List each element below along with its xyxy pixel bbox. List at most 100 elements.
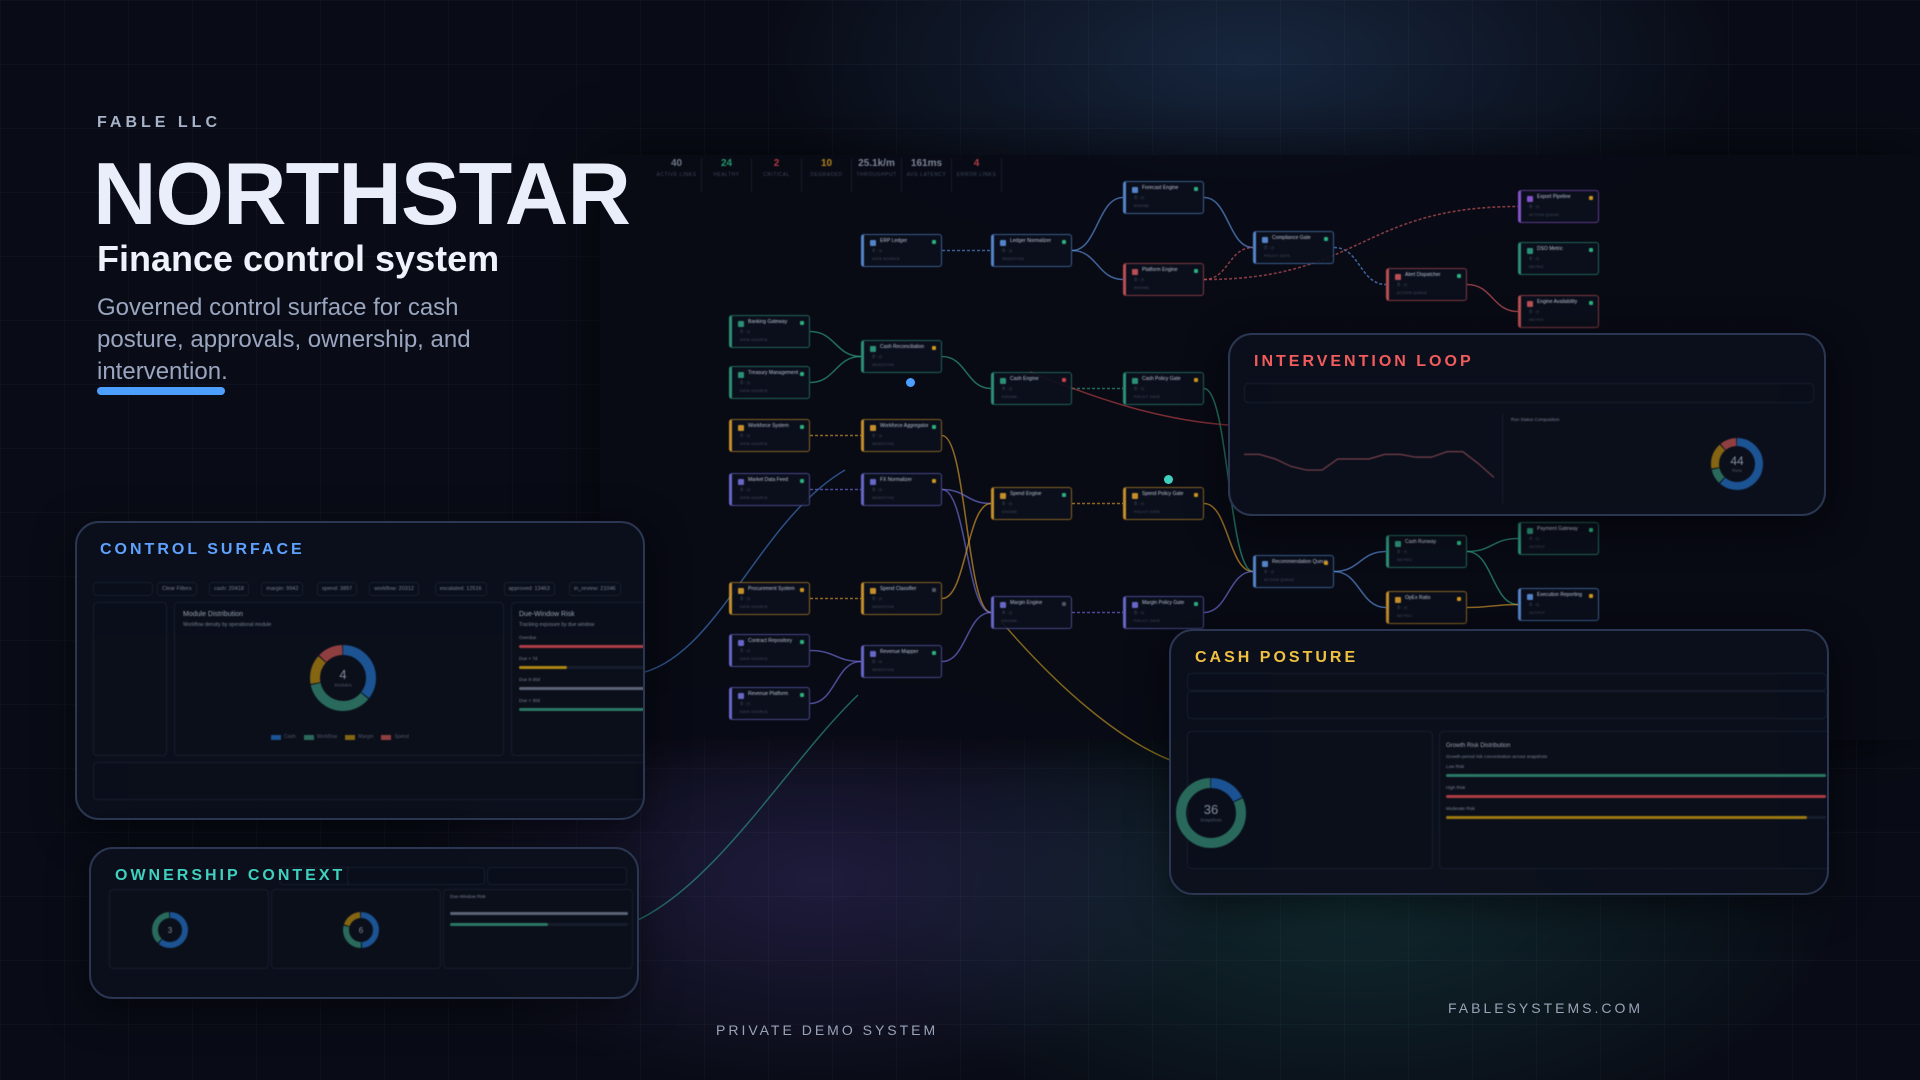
pipeline-node-eng[interactable]: Engine Availability⏱ · ◷METRIC <box>1518 295 1599 328</box>
status-indicator <box>1194 187 1198 191</box>
pipeline-node-fore[interactable]: Forecast Engine⏱ · ◷ENGINE <box>1123 181 1204 214</box>
pipeline-node-wfs[interactable]: Workforce System⏱ · ◷DATA SOURCE <box>729 419 810 452</box>
pipeline-node-spg[interactable]: Spend Policy Gate⏱ · ◷POLICY GATE <box>1123 487 1204 520</box>
risk-bar-fill <box>450 923 548 926</box>
pipeline-node-revm[interactable]: Revenue Mapper⏱ · ◷INGESTION <box>861 645 942 678</box>
status-indicator <box>1457 541 1461 545</box>
node-metrics: ⏱ · ◷ <box>1134 277 1145 282</box>
legend-item: Cash <box>271 734 296 740</box>
node-metrics: ⏱ · ◷ <box>740 648 751 653</box>
pipeline-node-mpg[interactable]: Margin Policy Gate⏱ · ◷POLICY GATE <box>1123 596 1204 629</box>
pipeline-node-scls[interactable]: Spend Classifier⏱ · ◷INGESTION <box>861 582 942 615</box>
risk-label: Due 8-30d <box>519 677 541 682</box>
status-indicator <box>1589 196 1593 200</box>
node-kind: ACTION QUEUE <box>1397 291 1428 295</box>
pipeline-node-revp[interactable]: Revenue Platform⏱ · ◷DATA SOURCE <box>729 687 810 720</box>
risk-label: Low Risk <box>1446 764 1465 769</box>
filter-chip[interactable]: margin: 9942 <box>261 582 304 596</box>
pipeline-node-proc[interactable]: Procurement System⏱ · ◷DATA SOURCE <box>729 582 810 615</box>
pipeline-node-fx[interactable]: FX Normalizer⏱ · ◷INGESTION <box>861 473 942 506</box>
node-name: Banking Gateway <box>748 319 788 325</box>
node-type-icon <box>1132 378 1138 384</box>
pipeline-node-runw[interactable]: Cash Runway⏱ · ◷METRIC <box>1386 535 1467 568</box>
node-type-icon <box>1000 378 1006 384</box>
donut-segment <box>1176 778 1246 848</box>
pipeline-node-alert[interactable]: Alert Dispatcher⏱ · ◷ACTION QUEUE <box>1386 268 1467 301</box>
card-title: Due-Window Risk <box>450 894 486 899</box>
node-name: Forecast Engine <box>1142 185 1179 191</box>
status-indicator <box>1324 561 1328 565</box>
pipeline-node-exec[interactable]: Execution Reporting⏱ · ◷OUTPUT <box>1518 588 1599 621</box>
pipeline-node-cont[interactable]: Contract Repository⏱ · ◷DATA SOURCE <box>729 634 810 667</box>
stat-label: CRITICAL <box>763 172 790 178</box>
node-kind: DATA SOURCE <box>740 657 768 661</box>
edge-fore-comp <box>1203 196 1254 249</box>
node-name: Platform Engine <box>1142 267 1178 273</box>
stat-label: ACTIVE LINKS <box>656 172 697 178</box>
risk-bar-fill <box>519 645 643 648</box>
pipeline-node-bank[interactable]: Banking Gateway⏱ · ◷DATA SOURCE <box>729 315 810 348</box>
node-kind: ENGINE <box>1002 395 1018 399</box>
pipeline-node-cpg[interactable]: Cash Policy Gate⏱ · ◷POLICY GATE <box>1123 372 1204 405</box>
node-metrics: ⏱ · ◷ <box>1397 282 1408 287</box>
pipeline-node-erp[interactable]: ERP Ledger⏱ · ◷DATA SOURCE <box>861 234 942 267</box>
pipeline-node-dso[interactable]: DSO Metric⏱ · ◷METRIC <box>1518 242 1599 275</box>
pipeline-node-crec[interactable]: Cash Reconciliation⏱ · ◷INGESTION <box>861 340 942 373</box>
node-name: Cash Reconciliation <box>880 344 925 350</box>
node-kind: METRIC <box>1397 614 1413 618</box>
product-title: NORTHSTAR <box>93 144 631 243</box>
footer-website[interactable]: FABLESYSTEMS.COM <box>1448 1000 1644 1016</box>
cash-posture-panel: CASH POSTURE Growth Risk Distribution Gr… <box>1169 629 1829 895</box>
pipeline-node-pay[interactable]: Payment Gateway⏱ · ◷OUTPUT <box>1518 522 1599 555</box>
module-distribution-card: Module Distribution Workflow density by … <box>174 602 504 756</box>
accent-underline <box>97 387 225 395</box>
pipeline-node-wfa[interactable]: Workforce Aggregator⏱ · ◷INGESTION <box>861 419 942 452</box>
node-type-icon <box>870 346 876 352</box>
node-kind: INGESTION <box>872 363 894 367</box>
donut-center-label: Snapshots <box>1200 817 1222 822</box>
node-kind: POLICY GATE <box>1134 619 1161 623</box>
pipeline-node-seng[interactable]: Spend Engine⏱ · ◷ENGINE <box>991 487 1072 520</box>
pipeline-node-meng[interactable]: Margin Engine⏱ · ◷ENGINE <box>991 596 1072 629</box>
pipeline-node-plat[interactable]: Platform Engine⏱ · ◷ENGINE <box>1123 263 1204 296</box>
control-surface-panel: CONTROL SURFACE Clear Filters cash: 2041… <box>75 521 645 820</box>
node-type-icon <box>1395 597 1401 603</box>
filter-chip[interactable]: approved: 13463 <box>503 582 555 596</box>
status-indicator <box>1062 378 1066 382</box>
node-type-icon <box>1262 237 1268 243</box>
node-kind: METRIC <box>1397 558 1413 562</box>
pipeline-node-mkt[interactable]: Market Data Feed⏱ · ◷DATA SOURCE <box>729 473 810 506</box>
filter-chip[interactable]: in_review: 21046 <box>569 582 621 596</box>
node-type-icon <box>1132 269 1138 275</box>
pipeline-node-opex[interactable]: OpEx Ratio⏱ · ◷METRIC <box>1386 591 1467 624</box>
donut-segment <box>152 912 188 948</box>
pipeline-node-treas[interactable]: Treasury Management⏱ · ◷DATA SOURCE <box>729 366 810 399</box>
pipeline-node-recq[interactable]: Recommendation Queue⏱ · ◷ACTION QUEUE <box>1253 555 1334 588</box>
node-metrics: ⏱ · ◷ <box>1529 204 1540 209</box>
node-name: Market Data Feed <box>748 477 789 483</box>
filter-chip[interactable]: workflow: 20312 <box>369 582 419 596</box>
status-indicator <box>1062 602 1066 606</box>
pipeline-node-ceng[interactable]: Cash Engine⏱ · ◷ENGINE <box>991 372 1072 405</box>
pipeline-node-ledn[interactable]: Ledger Normalizer⏱ · ◷INGESTION <box>991 234 1072 267</box>
filter-chip[interactable]: escalated: 12516 <box>434 582 487 596</box>
node-metrics: ⏱ · ◷ <box>1264 569 1275 574</box>
filter-select[interactable] <box>93 582 153 596</box>
ownership-donut-1: 3 <box>152 912 188 948</box>
pipeline-node-comp[interactable]: Compliance Gate⏱ · ◷POLICY GATE <box>1253 231 1334 264</box>
legend-item: Spend <box>381 734 409 740</box>
node-type-icon <box>1132 187 1138 193</box>
clear-filters-button[interactable]: Clear Filters <box>157 582 197 596</box>
pipeline-node-exp[interactable]: Export Pipeline⏱ · ◷ACTION QUEUE <box>1518 190 1599 223</box>
node-kind: POLICY GATE <box>1264 254 1291 258</box>
node-metrics: ⏱ · ◷ <box>1397 605 1408 610</box>
node-kind: INGESTION <box>872 496 894 500</box>
status-indicator <box>932 240 936 244</box>
filter-chip[interactable]: cash: 20418 <box>209 582 249 596</box>
donut-center-value: 6 <box>359 926 364 935</box>
filter-chip[interactable]: spend: 3897 <box>316 582 358 596</box>
